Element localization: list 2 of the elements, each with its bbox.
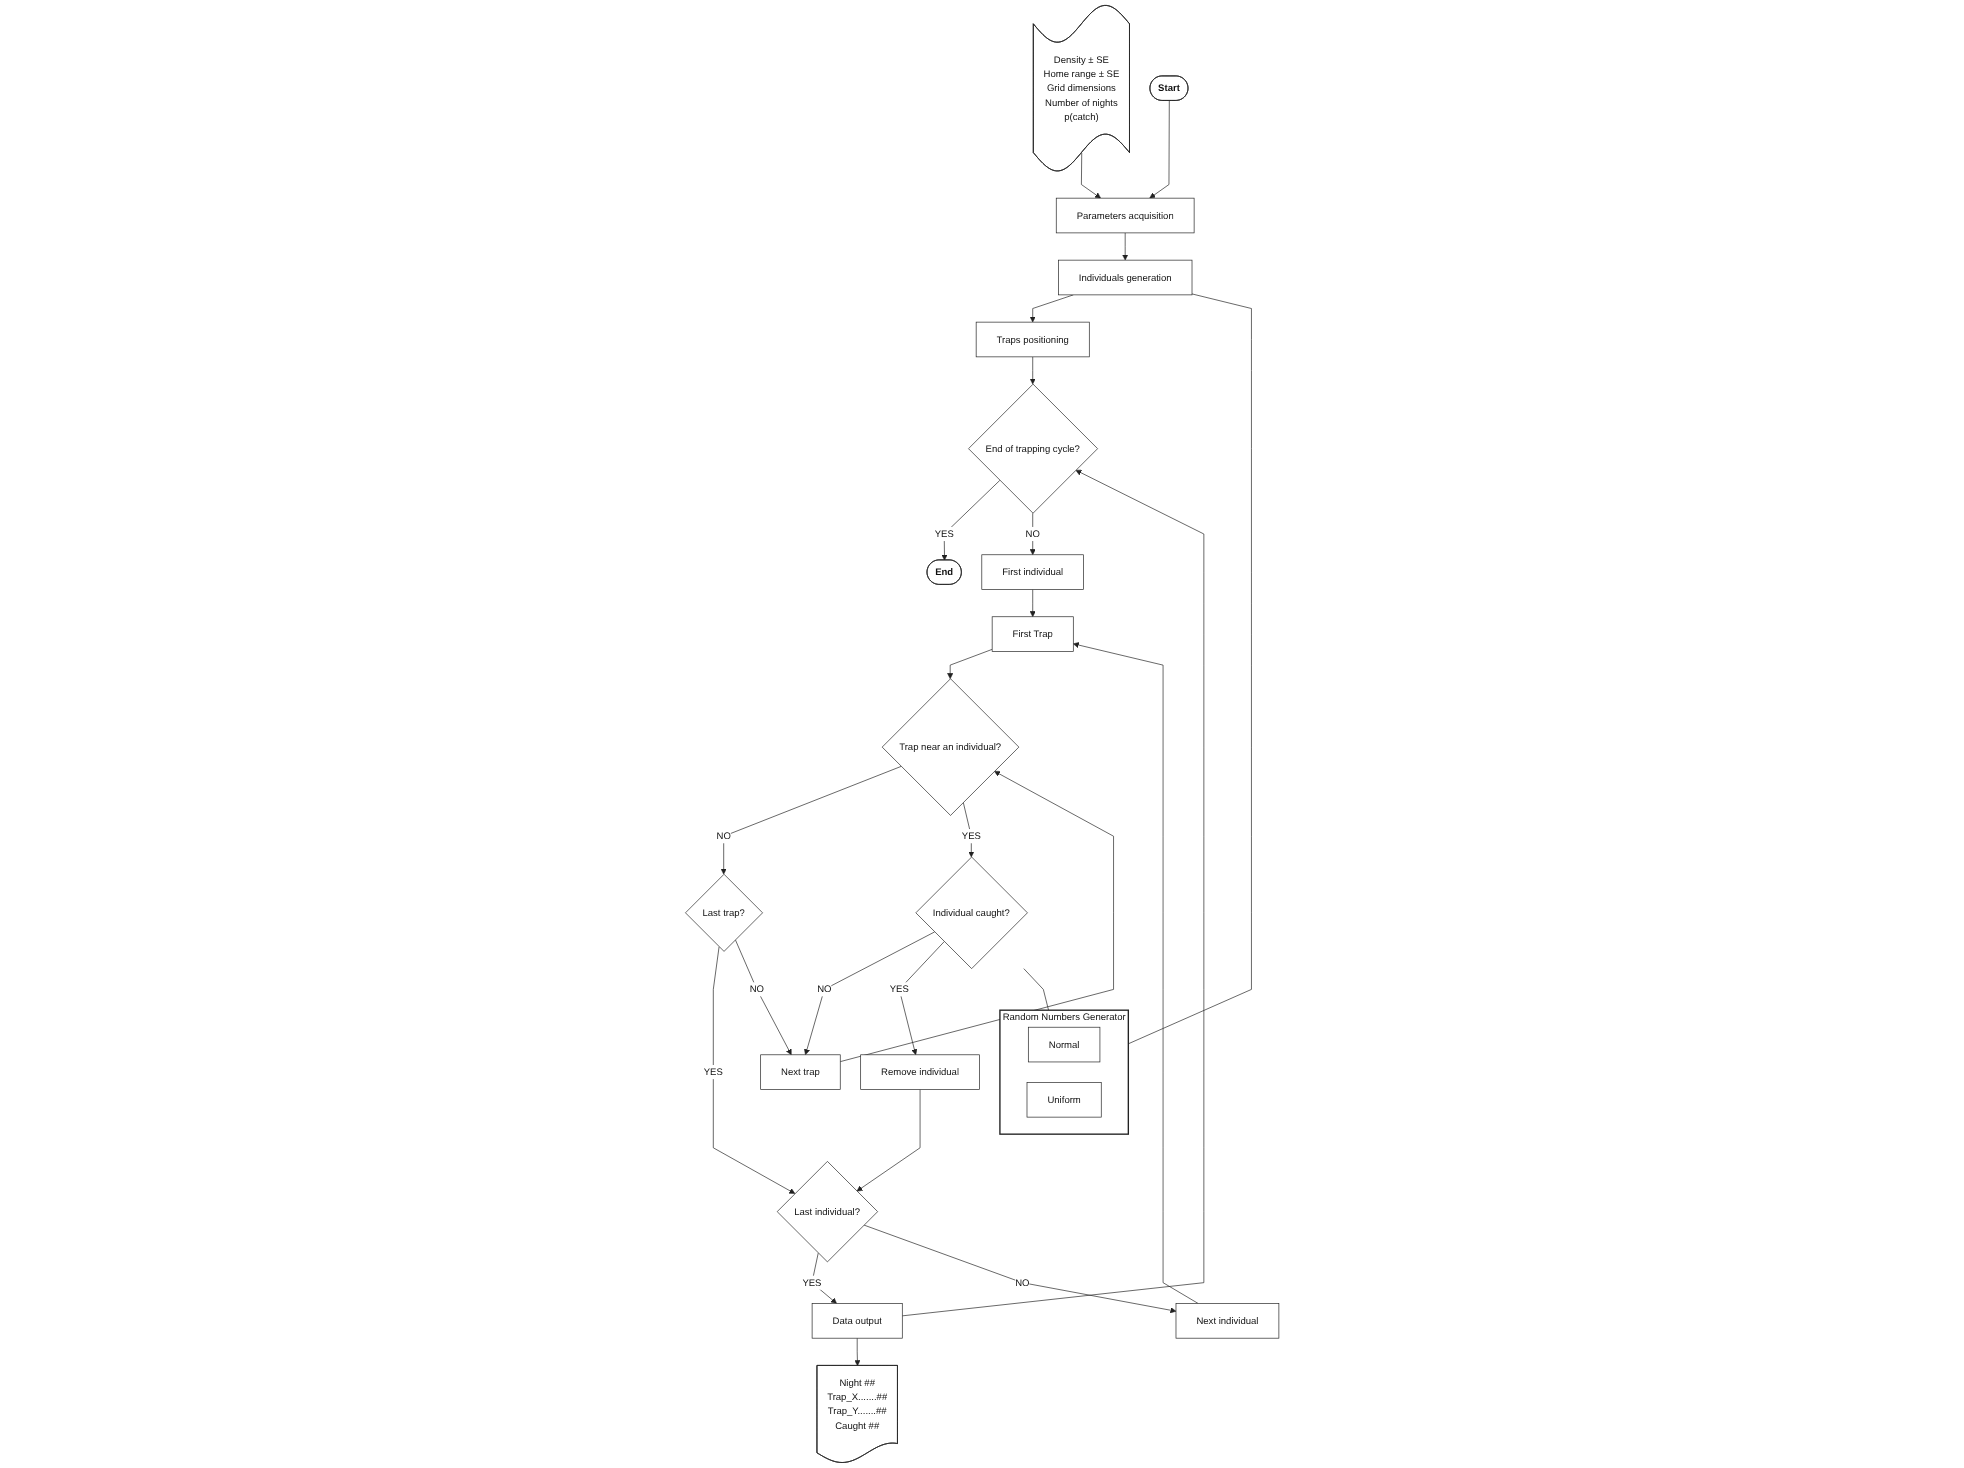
connector xyxy=(1023,968,1049,1011)
connector xyxy=(1127,293,1252,1045)
